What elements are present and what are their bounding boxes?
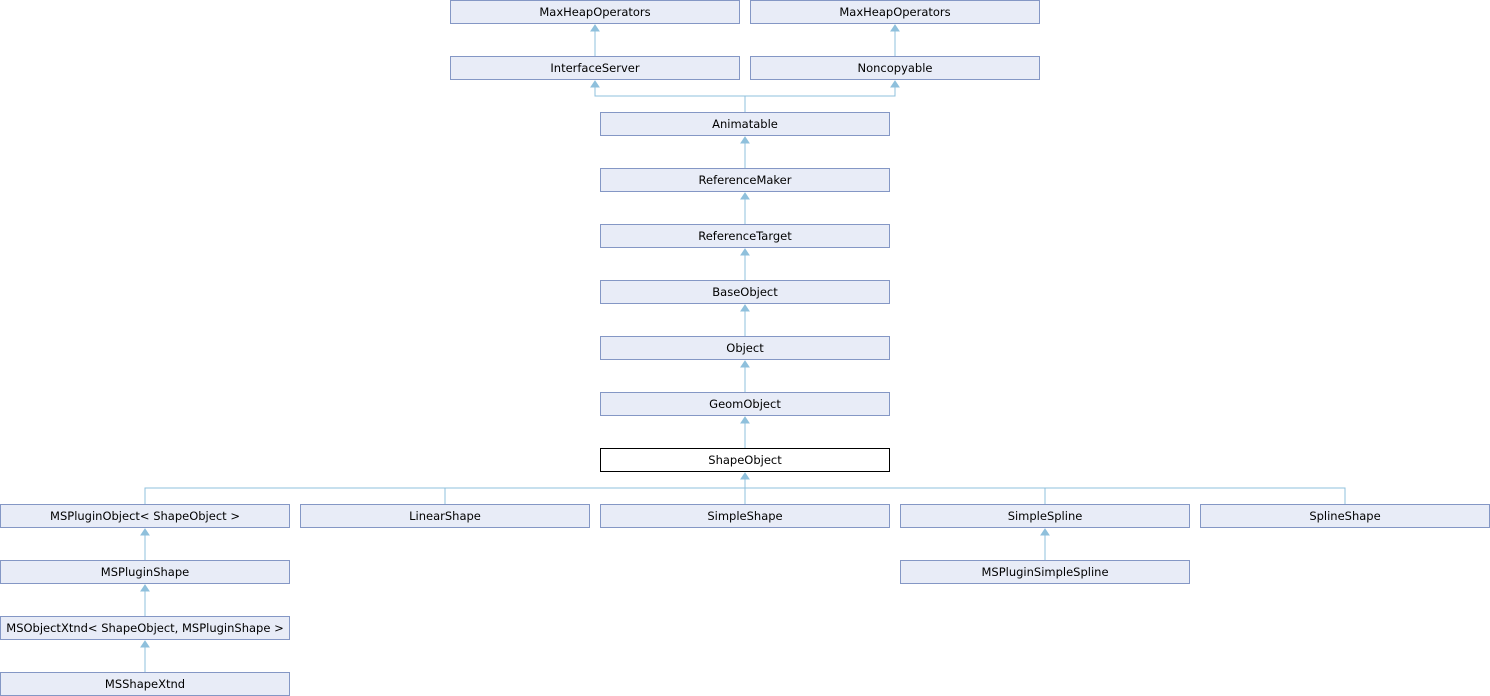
class-label: ShapeObject	[708, 453, 782, 467]
class-label: BaseObject	[712, 285, 778, 299]
class-label: MaxHeapOperators	[839, 5, 951, 19]
class-label: Noncopyable	[857, 61, 933, 75]
class-node-maxheapoperators-right[interactable]: MaxHeapOperators	[750, 0, 1040, 24]
arrow-animatable	[740, 136, 750, 144]
class-node-msplugin-object-shapeobject[interactable]: MSPluginObject< ShapeObject >	[0, 504, 290, 528]
arrow-shapeobject	[740, 472, 750, 480]
class-node-animatable[interactable]: Animatable	[600, 112, 890, 136]
class-node-mspluginshape[interactable]: MSPluginShape	[0, 560, 290, 584]
class-label: MSPluginSimpleSpline	[981, 565, 1109, 579]
class-node-msshapextnd[interactable]: MSShapeXtnd	[0, 672, 290, 696]
class-node-interfaceserver[interactable]: InterfaceServer	[450, 56, 740, 80]
class-label: MSObjectXtnd< ShapeObject, MSPluginShape…	[6, 621, 284, 635]
edge-animatable-bus	[594, 86, 896, 97]
class-label: MSShapeXtnd	[104, 677, 186, 691]
class-node-baseobject[interactable]: BaseObject	[600, 280, 890, 304]
arrow-baseobject	[740, 304, 750, 312]
arrow-maxheap1	[590, 24, 600, 32]
class-node-referencetarget[interactable]: ReferenceTarget	[600, 224, 890, 248]
class-label: Object	[726, 341, 764, 355]
class-label: SimpleShape	[707, 509, 783, 523]
arrow-msplugin-object	[140, 528, 150, 536]
class-label: LinearShape	[409, 509, 481, 523]
class-node-msobjectxtnd[interactable]: MSObjectXtnd< ShapeObject, MSPluginShape…	[0, 616, 290, 640]
arrow-maxheap2	[890, 24, 900, 32]
arrow-msobjectxtnd	[140, 640, 150, 648]
arrow-geomobject	[740, 416, 750, 424]
class-node-shapeobject-current: ShapeObject	[600, 448, 890, 472]
class-label: Animatable	[712, 117, 778, 131]
class-node-linearshape[interactable]: LinearShape	[300, 504, 590, 528]
arrow-referencemaker	[740, 192, 750, 200]
class-label: ReferenceMaker	[698, 173, 792, 187]
class-node-mspluginsimplespline[interactable]: MSPluginSimpleSpline	[900, 560, 1190, 584]
class-label: SimpleSpline	[1007, 509, 1083, 523]
class-node-splineshape[interactable]: SplineShape	[1200, 504, 1490, 528]
arrow-referencetarget	[740, 248, 750, 256]
class-node-referencemaker[interactable]: ReferenceMaker	[600, 168, 890, 192]
arrow-interfaceserver	[590, 80, 600, 88]
class-label: MaxHeapOperators	[539, 5, 651, 19]
class-node-simplespline[interactable]: SimpleSpline	[900, 504, 1190, 528]
class-node-object[interactable]: Object	[600, 336, 890, 360]
class-node-maxheapoperators-left[interactable]: MaxHeapOperators	[450, 0, 740, 24]
class-node-noncopyable[interactable]: Noncopyable	[750, 56, 1040, 80]
class-label: MSPluginShape	[100, 565, 190, 579]
class-node-simpleshape[interactable]: SimpleShape	[600, 504, 890, 528]
arrow-mspluginshape	[140, 584, 150, 592]
class-label: GeomObject	[709, 397, 781, 411]
arrow-noncopyable	[890, 80, 900, 88]
class-node-geomobject[interactable]: GeomObject	[600, 392, 890, 416]
arrow-object	[740, 360, 750, 368]
class-label: InterfaceServer	[550, 61, 640, 75]
arrow-simplespline	[1040, 528, 1050, 536]
class-label: MSPluginObject< ShapeObject >	[50, 509, 240, 523]
class-label: ReferenceTarget	[698, 229, 792, 243]
class-label: SplineShape	[1309, 509, 1381, 523]
